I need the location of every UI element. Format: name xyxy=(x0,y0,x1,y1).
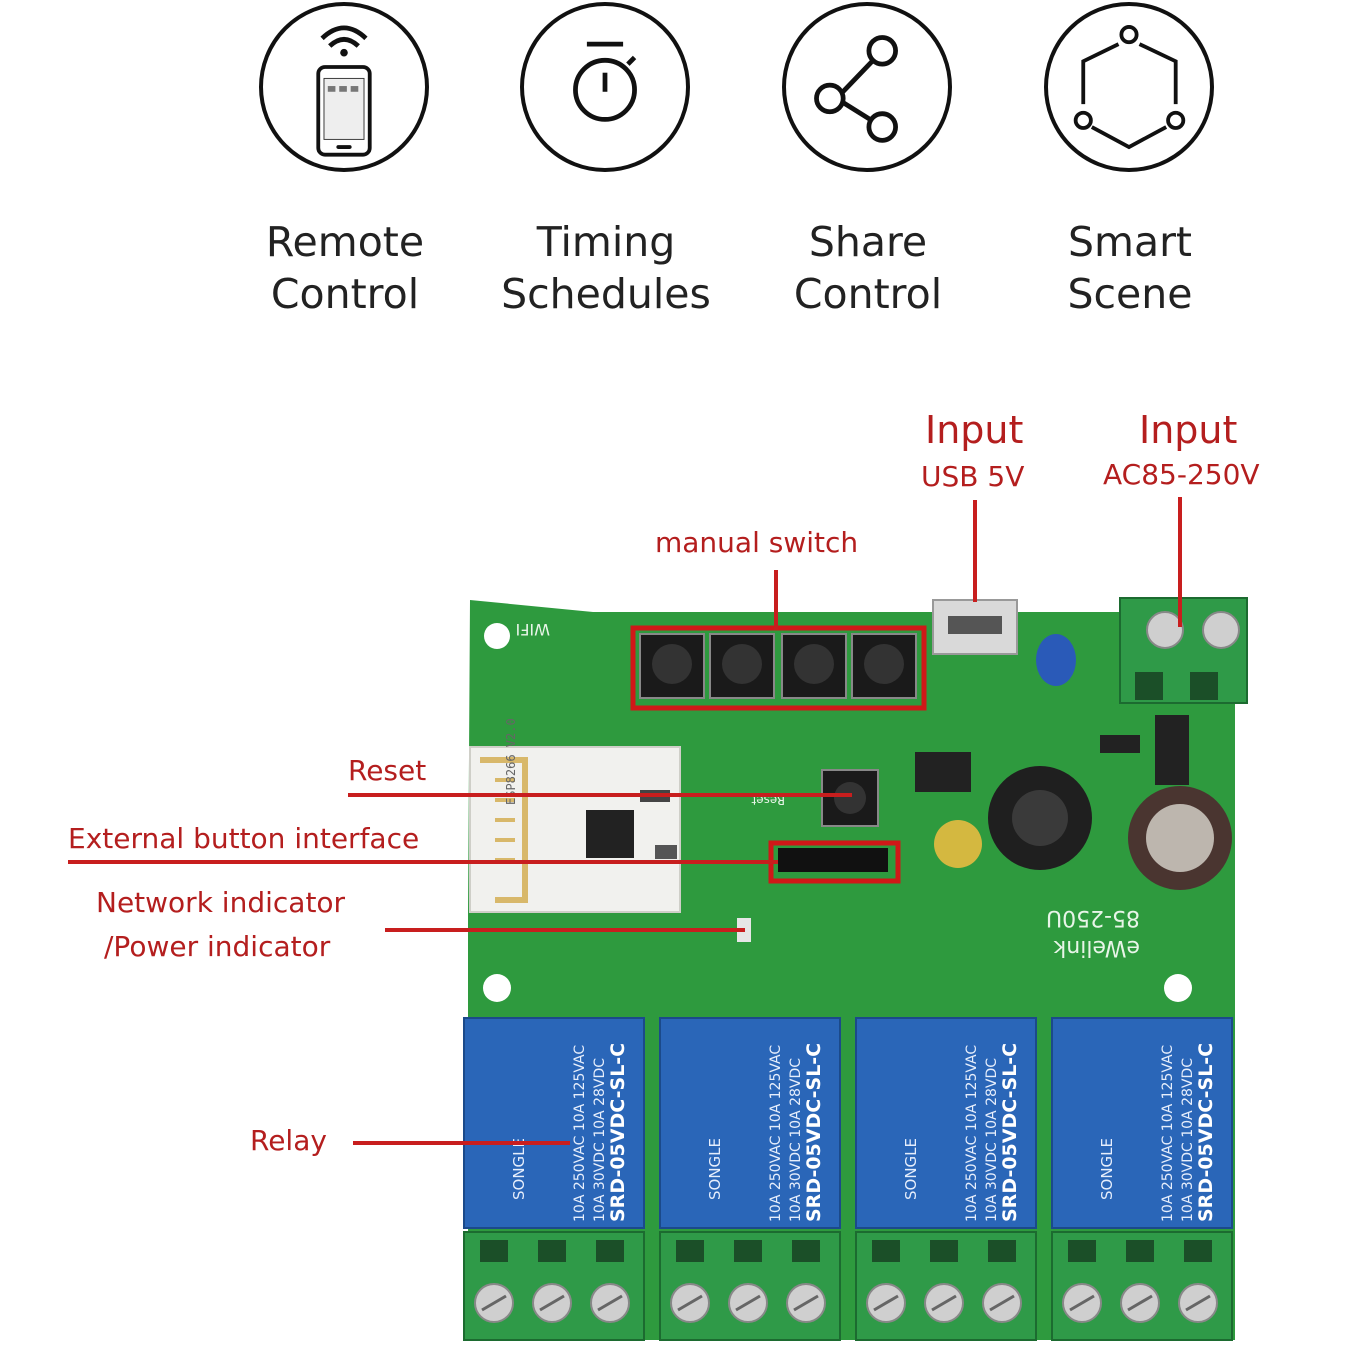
chip xyxy=(1155,715,1189,785)
relay-rating: 10A 250VAC 10A 125VAC xyxy=(964,1045,980,1222)
wifi-chip xyxy=(586,810,634,858)
silk-wifi: WIFI xyxy=(516,620,550,639)
relay: SONGLE SRD-05VDC-SL-C 10A 250VAC 10A 125VA… xyxy=(659,1017,841,1229)
relay-rating: 10A 30VDC 10A 28VDC xyxy=(984,1058,1000,1222)
output-terminal xyxy=(463,1231,645,1341)
wifi-module xyxy=(469,746,681,913)
stopwatch-icon xyxy=(520,2,690,172)
manual-switch-highlight xyxy=(630,625,927,711)
relay-rating: 10A 30VDC 10A 28VDC xyxy=(592,1058,608,1222)
terminal-slot xyxy=(1126,1240,1154,1262)
silk-brand: eWelink xyxy=(1053,935,1140,960)
terminal-slot xyxy=(1184,1240,1212,1262)
relay-rating: 10A 250VAC 10A 125VAC xyxy=(572,1045,588,1222)
silk-voltage: 85-250U xyxy=(1046,905,1140,930)
manual-switch-label: manual switch xyxy=(655,526,859,559)
relay-rating: 10A 250VAC 10A 125VAC xyxy=(768,1045,784,1222)
relay-rating: 10A 30VDC 10A 28VDC xyxy=(1180,1058,1196,1222)
terminal-slot xyxy=(676,1240,704,1262)
relay: SONGLE SRD-05VDC-SL-C 10A 250VAC 10A 125VA… xyxy=(855,1017,1037,1229)
relay-model: SRD-05VDC-SL-C xyxy=(607,1043,629,1222)
relay-brand: SONGLE xyxy=(706,1138,724,1200)
small-capacitor xyxy=(934,820,982,868)
relay: SONGLE SRD-05VDC-SL-C 10A 250VAC 10A 125VA… xyxy=(1051,1017,1233,1229)
relay-model: SRD-05VDC-SL-C xyxy=(803,1043,825,1222)
regulator-chip xyxy=(915,752,971,792)
output-terminal xyxy=(855,1231,1037,1341)
terminal-slot xyxy=(872,1240,900,1262)
relay-model: SRD-05VDC-SL-C xyxy=(999,1043,1021,1222)
share-icon xyxy=(782,2,952,172)
output-terminal xyxy=(1051,1231,1233,1341)
terminal-slot xyxy=(538,1240,566,1262)
terminal-slot xyxy=(930,1240,958,1262)
network-indicator-label: Network indicator xyxy=(96,886,346,919)
mounting-hole xyxy=(483,974,511,1002)
terminal-slot xyxy=(988,1240,1016,1262)
mounting-hole xyxy=(1164,974,1192,1002)
relay-brand: SONGLE xyxy=(510,1138,528,1200)
relay-group: SONGLE SRD-05VDC-SL-C 10A 250VAC 10A 125VA… xyxy=(463,1017,1233,1341)
input-ac-value: AC85-250V xyxy=(1103,458,1260,491)
external-button-label: External button interface xyxy=(68,822,420,855)
scene-hexagon-icon xyxy=(1044,2,1214,172)
relay: SONGLE SRD-05VDC-SL-C 10A 250VAC 10A 125VA… xyxy=(463,1017,645,1229)
input-ac-title: Input xyxy=(1139,408,1238,452)
terminal-slot xyxy=(792,1240,820,1262)
output-terminal xyxy=(659,1231,841,1341)
relay-rating: 10A 30VDC 10A 28VDC xyxy=(788,1058,804,1222)
relay-brand: SONGLE xyxy=(902,1138,920,1200)
terminal-slot xyxy=(734,1240,762,1262)
mounting-hole xyxy=(484,623,510,649)
module-label: ESP8266 V2.0 xyxy=(504,718,518,805)
input-usb-title: Input xyxy=(925,408,1024,452)
terminal-slot xyxy=(1068,1240,1096,1262)
power-indicator-label: /Power indicator xyxy=(104,930,331,963)
terminal-slot xyxy=(480,1240,508,1262)
capacitor xyxy=(1036,634,1076,686)
relay-label: Relay xyxy=(250,1124,327,1157)
relay-model: SRD-05VDC-SL-C xyxy=(1195,1043,1217,1222)
relay-brand: SONGLE xyxy=(1098,1138,1116,1200)
manual-switch-buttons xyxy=(639,633,917,699)
input-usb-value: USB 5V xyxy=(921,460,1025,493)
external-button-header xyxy=(778,848,888,872)
phone-wifi-icon xyxy=(259,2,429,172)
relay-rating: 10A 250VAC 10A 125VAC xyxy=(1160,1045,1176,1222)
terminal-slot xyxy=(596,1240,624,1262)
reset-label: Reset xyxy=(348,754,427,787)
chip xyxy=(1100,735,1140,753)
